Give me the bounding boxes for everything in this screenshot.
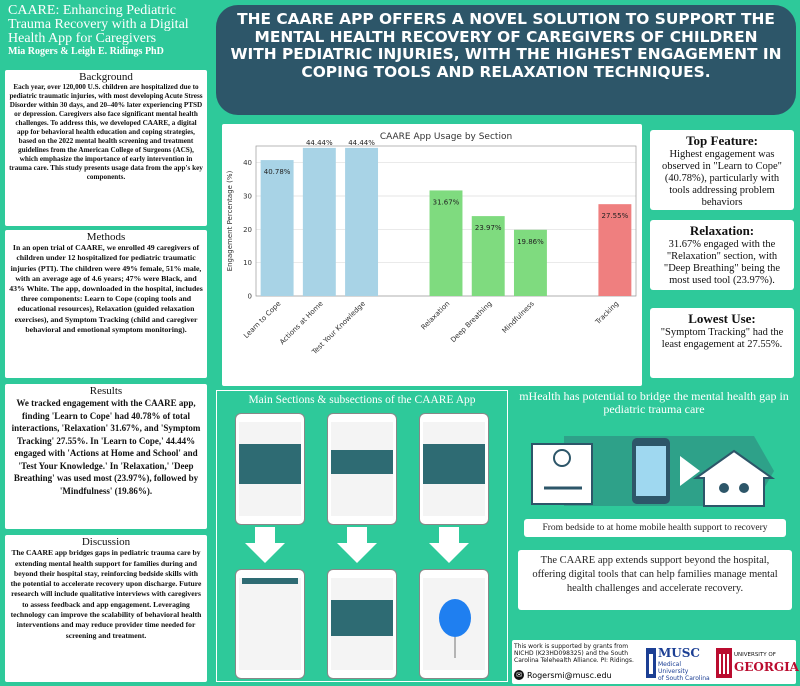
uga-logo: UNIVERSITY OF GEORGIA: [716, 644, 799, 682]
bar-data-label: 44.44%: [348, 139, 375, 147]
results-heading: Results: [89, 385, 123, 397]
phone-relaxation-detail: [327, 569, 397, 679]
app-sections-panel: Main Sections & subsections of the CAARE…: [216, 390, 508, 682]
poster-title: CAARE: Enhancing Pediatric Trauma Recove…: [8, 3, 189, 46]
x-tick-label: Mindfulness: [501, 300, 536, 335]
relaxation-card: Relaxation: 31.67% engaged with the "Rel…: [650, 220, 794, 290]
musc-mark-icon: [646, 648, 656, 678]
key-finding-banner: THE CAARE APP OFFERS A NOVEL SOLUTION TO…: [216, 5, 796, 115]
musc-name: MUSC: [658, 646, 700, 660]
down-arrows: [245, 527, 469, 563]
relaxation-heading: Relaxation:: [689, 223, 755, 238]
lowest-use-heading: Lowest Use:: [688, 311, 756, 326]
down-arrow-icon: [337, 527, 377, 563]
discussion-panel: Discussion The CAARE app bridges gaps in…: [5, 535, 207, 682]
email-icon: ✉: [514, 670, 524, 680]
top-feature-text: Highest engagement was observed in "Lear…: [662, 149, 782, 208]
phone-relaxation: [327, 413, 397, 525]
home-icon: [692, 449, 776, 507]
musc-subtitle: Medical University of South Carolina: [658, 661, 712, 682]
results-text: We tracked engagement with the CAARE app…: [11, 398, 201, 496]
bedside-to-home-illustration: [524, 426, 786, 516]
hospital-bed-icon: [531, 443, 593, 505]
background-heading: Background: [79, 71, 133, 83]
y-tick-label: 30: [243, 193, 252, 201]
x-tick-label: Deep Breathing: [449, 300, 493, 344]
y-tick-label: 40: [243, 159, 252, 167]
bar-data-label: 23.97%: [475, 224, 502, 232]
contact-email[interactable]: ✉ Rogersmi@musc.edu: [514, 670, 612, 680]
lowest-use-card: Lowest Use: "Symptom Tracking" had the l…: [650, 308, 794, 378]
bar: [513, 229, 547, 296]
top-feature-card: Top Feature: Highest engagement was obse…: [650, 130, 794, 210]
methods-heading: Methods: [86, 231, 126, 243]
footer-panel: This work is supported by grants from NI…: [512, 640, 799, 684]
mhealth-panel: mHealth has potential to bridge the ment…: [512, 390, 796, 638]
mhealth-title: mHealth has potential to bridge the ment…: [519, 389, 789, 416]
poster-authors: Mia Rogers & Leigh E. Ridings PhD: [8, 46, 164, 57]
bar-data-label: 31.67%: [433, 198, 460, 206]
bar-data-label: 44.44%: [306, 139, 333, 147]
methods-panel: Methods In an open trial of CAARE, we en…: [5, 230, 207, 378]
background-panel: Background Each year, over 120,000 U.S. …: [5, 70, 207, 226]
phone-learn-to-cope: [235, 413, 305, 525]
x-tick-label: Relaxation: [420, 300, 452, 332]
phone-learn-to-cope-detail: [235, 569, 305, 679]
bar-data-label: 27.55%: [602, 212, 629, 220]
uga-name: GEORGIA: [734, 660, 799, 674]
mhealth-text: The CAARE app extends support beyond the…: [518, 550, 792, 610]
uga-top-text: UNIVERSITY OF: [734, 652, 776, 658]
bar-data-label: 40.78%: [264, 168, 291, 176]
funding-note: This work is supported by grants from NI…: [514, 643, 634, 664]
phone-tracking: [419, 413, 489, 525]
discussion-heading: Discussion: [81, 536, 131, 548]
mhealth-caption: From bedside to at home mobile health su…: [524, 519, 786, 537]
y-tick-label: 20: [243, 226, 252, 234]
medical-cross-icon: [553, 449, 571, 467]
app-sections-title: Main Sections & subsections of the CAARE…: [248, 394, 476, 406]
bar: [302, 147, 336, 296]
discussion-text: The CAARE app bridges gaps in pediatric …: [10, 548, 202, 640]
bar: [345, 147, 379, 296]
uga-arch-icon: [716, 648, 732, 678]
x-tick-label: Actions at Home: [278, 300, 324, 346]
musc-logo: MUSC Medical University of South Carolin…: [646, 644, 712, 682]
musc-subtitle-2: of South Carolina: [658, 675, 710, 682]
x-tick-label: Tracking: [593, 300, 620, 327]
y-axis-label: Engagement Percentage (%): [226, 170, 234, 271]
bar: [471, 216, 505, 296]
email-text: Rogersmi@musc.edu: [527, 670, 612, 680]
lowest-use-text: "Symptom Tracking" had the least engagem…: [660, 327, 784, 350]
musc-subtitle-1: Medical University: [658, 661, 689, 675]
phone-breathing-detail: [419, 569, 489, 679]
down-arrow-icon: [245, 527, 285, 563]
methods-text: In an open trial of CAARE, we enrolled 4…: [9, 243, 203, 334]
bar: [598, 204, 632, 296]
bar: [260, 160, 294, 296]
usage-chart: CAARE App Usage by Section 0 10 20 30 40Engag…: [226, 132, 637, 357]
down-arrow-icon: [429, 527, 469, 563]
background-text: Each year, over 120,000 U.S. children ar…: [9, 83, 203, 182]
bar-data-label: 19.86%: [517, 238, 544, 246]
y-tick-label: 10: [243, 259, 252, 267]
y-tick-label: 0: [248, 293, 252, 301]
relaxation-text: 31.67% engaged with the "Relaxation" sec…: [663, 239, 781, 286]
balloon-icon: [439, 599, 471, 658]
x-tick-label: Learn to Cope: [242, 300, 282, 340]
results-panel: Results We tracked engagement with the C…: [5, 384, 207, 529]
top-feature-heading: Top Feature:: [686, 133, 758, 148]
chart-title: CAARE App Usage by Section: [380, 132, 512, 142]
bar: [429, 190, 463, 296]
